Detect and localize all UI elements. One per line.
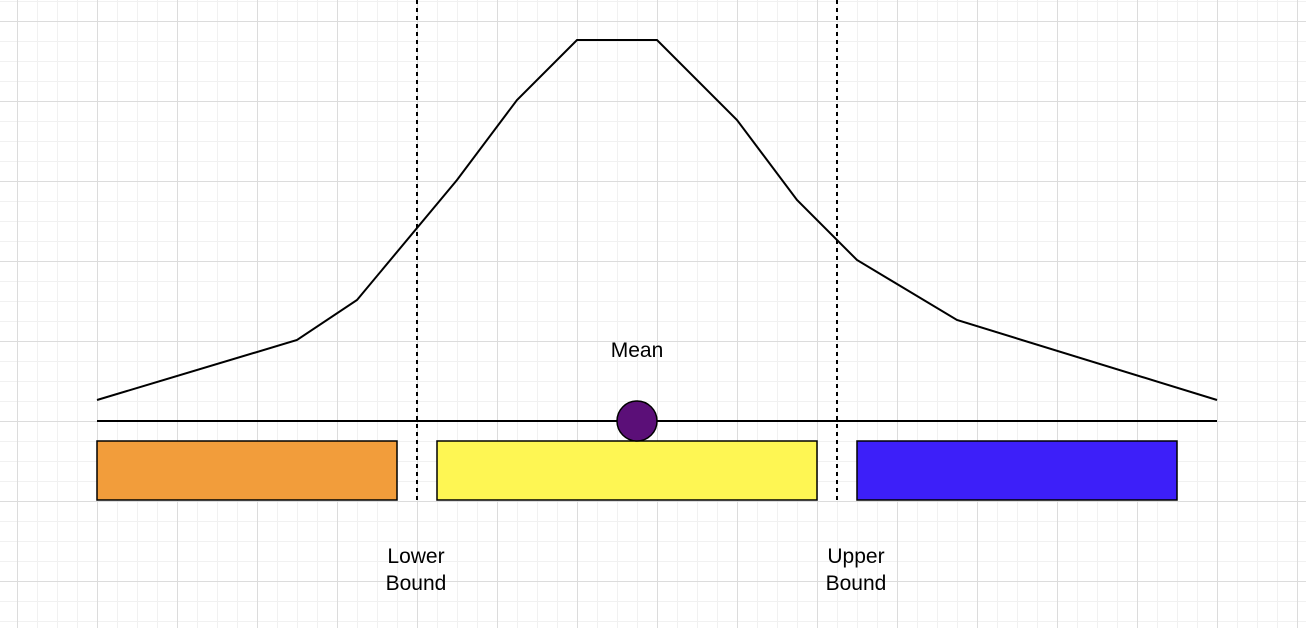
upper-bound-label: Upper Bound — [825, 545, 887, 595]
mean-label: Mean — [610, 339, 664, 362]
right-region-box — [856, 440, 1178, 501]
left-region-box — [96, 440, 398, 501]
mean-marker — [616, 400, 658, 442]
distribution-curve — [96, 39, 1218, 401]
middle-region-box — [436, 440, 818, 501]
lower-bound-label: Lower Bound — [385, 545, 447, 595]
